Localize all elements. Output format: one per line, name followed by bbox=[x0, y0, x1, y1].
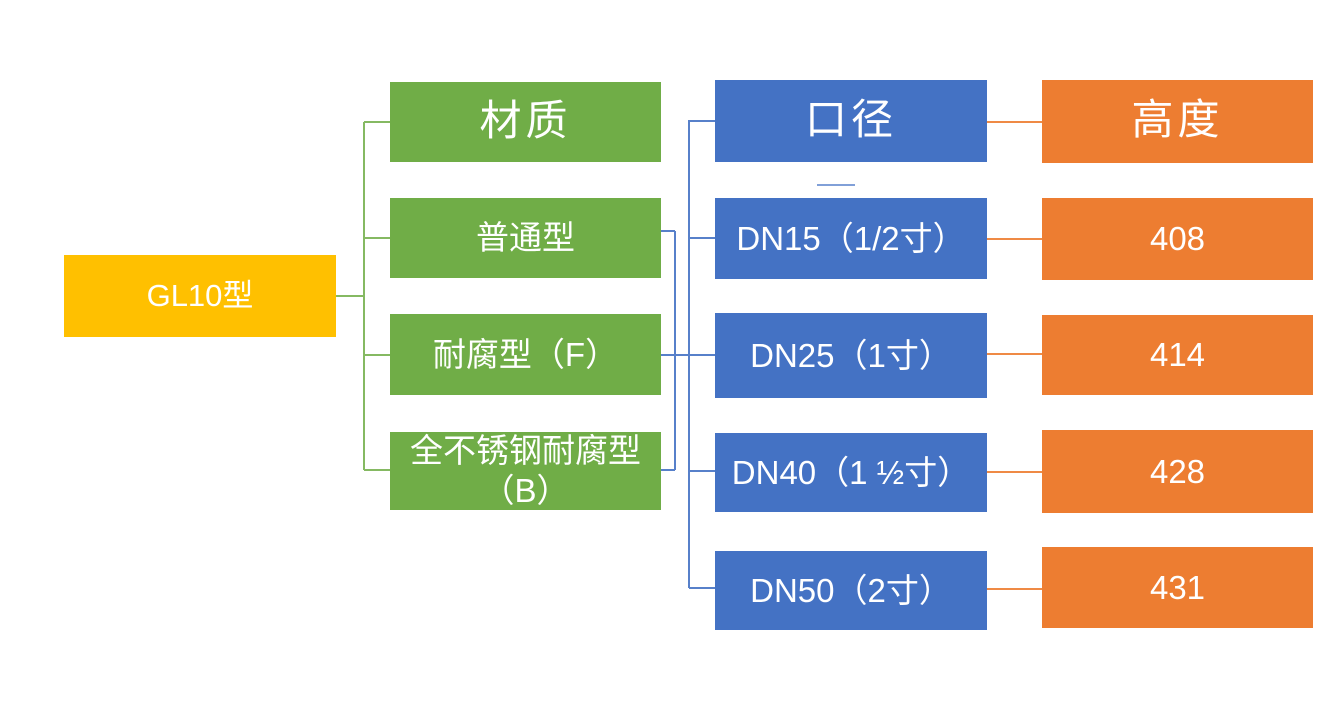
node-diameter-item-0: DN15（1/2寸） bbox=[715, 198, 987, 279]
node-material-item-1-label: 耐腐型（F） bbox=[432, 335, 619, 373]
node-height-item-0: 408 bbox=[1042, 198, 1313, 280]
node-height-item-0-label: 408 bbox=[1149, 220, 1206, 258]
node-height-item-2: 428 bbox=[1042, 430, 1313, 513]
node-height-item-1-label: 414 bbox=[1149, 336, 1206, 374]
node-diameter-item-1-label: DN25（1寸） bbox=[750, 336, 952, 374]
node-height-item-2-label: 428 bbox=[1149, 452, 1206, 490]
node-material-item-1: 耐腐型（F） bbox=[390, 314, 661, 395]
node-height-header: 高度 bbox=[1042, 80, 1313, 163]
node-material-header-label: 材质 bbox=[479, 98, 572, 145]
node-height-item-1: 414 bbox=[1042, 315, 1313, 395]
node-diameter-item-2: DN40（1 ½寸） bbox=[715, 433, 987, 512]
node-diameter-header-label: 口径 bbox=[804, 97, 897, 144]
node-root: GL10型 bbox=[64, 255, 336, 337]
node-diameter-header: 口径 bbox=[715, 80, 987, 162]
node-height-item-3-label: 431 bbox=[1149, 568, 1206, 606]
node-material-item-0-label: 普通型 bbox=[476, 219, 575, 257]
node-diameter-item-3-label: DN50（2寸） bbox=[750, 571, 952, 609]
node-material-item-0: 普通型 bbox=[390, 198, 661, 278]
node-diameter-item-0-label: DN15（1/2寸） bbox=[736, 219, 966, 257]
node-height-item-3: 431 bbox=[1042, 547, 1313, 628]
node-height-header-label: 高度 bbox=[1131, 98, 1224, 145]
node-material-item-2-label: 全不锈钢耐腐型（B） bbox=[410, 432, 641, 509]
node-material-header: 材质 bbox=[390, 82, 661, 162]
node-diameter-item-2-label: DN40（1 ½寸） bbox=[731, 453, 971, 491]
node-diameter-item-1: DN25（1寸） bbox=[715, 313, 987, 398]
node-root-label: GL10型 bbox=[146, 278, 254, 314]
node-material-item-2: 全不锈钢耐腐型（B） bbox=[390, 432, 661, 510]
node-diameter-item-3: DN50（2寸） bbox=[715, 551, 987, 630]
